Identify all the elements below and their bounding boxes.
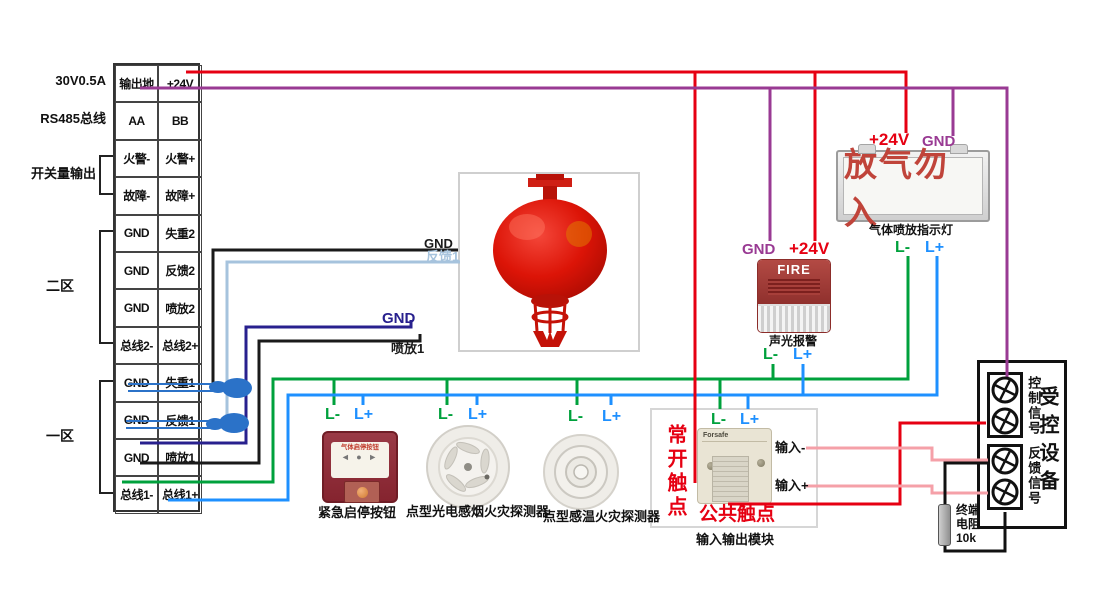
terminal-cell: 总线2- bbox=[115, 326, 158, 365]
terminal-cell: 输出地 bbox=[115, 65, 158, 103]
terminal-cell: 反馈1 bbox=[158, 401, 202, 439]
sounder-lminus-label: L- bbox=[763, 346, 779, 363]
terminal-resistor-label-3: 10k bbox=[956, 531, 977, 545]
module-screw bbox=[757, 459, 765, 467]
sounder-gnd-label: GND bbox=[742, 241, 776, 258]
emergency-start-stop-button: 气体启停按钮 ◄ ● ► bbox=[322, 431, 398, 503]
terminal-cell: 故障- bbox=[115, 177, 158, 215]
smoke-lminus-label: L- bbox=[438, 406, 454, 423]
gas-discharge-warning-sign: 放气勿入 bbox=[836, 146, 990, 231]
button-lminus-label: L- bbox=[325, 406, 341, 423]
io-module-device: Forsafe bbox=[697, 428, 772, 504]
control-signal-terminal-block bbox=[987, 372, 1023, 438]
module-brand: Forsafe bbox=[703, 432, 729, 439]
smoke-caption: 点型光电感烟火灾探测器 bbox=[406, 504, 550, 519]
module-caption: 输入输出模块 bbox=[696, 532, 775, 547]
sounder-caption: 声光报警 bbox=[769, 334, 818, 348]
terminal-cell: BB bbox=[158, 102, 202, 140]
module-divider bbox=[702, 441, 767, 442]
label-zone1: 一区 bbox=[46, 428, 74, 444]
sounder-lplus-label: L+ bbox=[793, 346, 813, 363]
terminal-resistor-label-2: 电阻 bbox=[956, 517, 981, 531]
input-minus-label: 输入- bbox=[775, 440, 806, 455]
sign-24v-label: +24V bbox=[869, 130, 910, 149]
module-sticker bbox=[712, 456, 749, 502]
smoke-detector-art bbox=[426, 425, 510, 509]
terminal-cell: 总线1+ bbox=[158, 476, 202, 514]
terminal-cell: GND bbox=[115, 251, 158, 290]
terminal-cell: GND bbox=[115, 289, 158, 327]
wire-label-feedback1: 反馈1 bbox=[426, 249, 460, 264]
terminal-cell: 总线1- bbox=[115, 476, 158, 514]
control-signal-label: 控制信号 bbox=[1026, 376, 1042, 436]
extinguisher-photo-frame bbox=[458, 172, 640, 352]
module-lplus-label: L+ bbox=[740, 411, 760, 428]
sounder-24v-label: +24V bbox=[789, 239, 830, 258]
terminal-cell: 总线2+ bbox=[158, 326, 202, 365]
button-dot bbox=[357, 487, 368, 498]
button-lplus-label: L+ bbox=[354, 406, 374, 423]
module-lminus-label: L- bbox=[711, 411, 727, 428]
label-rs485-bus: RS485总线 bbox=[40, 111, 106, 126]
button-panel-text: 气体启停按钮 bbox=[341, 444, 379, 451]
common-contact-label: 公共触点 bbox=[699, 504, 776, 525]
terminal-cell: 喷放1 bbox=[158, 438, 202, 477]
heat-caption: 点型感温火灾探测器 bbox=[543, 509, 661, 524]
sounder-strobe: FIRE bbox=[757, 259, 831, 333]
terminal-cell: 失重1 bbox=[158, 364, 202, 402]
terminal-cell: 失重2 bbox=[158, 214, 202, 252]
button-arrows: ◄ ● ► bbox=[340, 452, 380, 462]
heat-detector-art bbox=[543, 434, 619, 510]
terminal-cell: GND bbox=[115, 438, 158, 477]
terminal-cell: 故障+ bbox=[158, 177, 202, 215]
normally-open-contact-label: 常开触点 bbox=[664, 424, 686, 520]
terminal-cell: 火警+ bbox=[158, 139, 202, 178]
terminal-cell: +24V bbox=[158, 65, 202, 103]
label-power-rating: 30V0.5A bbox=[55, 73, 106, 88]
terminal-cell: GND bbox=[115, 364, 158, 402]
sign-lminus-label: L- bbox=[895, 239, 911, 256]
terminal-cell: GND bbox=[115, 401, 158, 439]
sounder-strobe-lens bbox=[758, 304, 830, 332]
sign-gnd-label: GND bbox=[922, 133, 956, 150]
terminal-cell: 火警- bbox=[115, 139, 158, 178]
label-zone2: 二区 bbox=[46, 278, 74, 294]
side-brackets bbox=[99, 155, 113, 494]
wire-label-gnd-black: GND bbox=[424, 236, 453, 251]
button-lower-panel bbox=[344, 481, 380, 503]
controlled-device-label: 受控设备 bbox=[1036, 386, 1058, 498]
terminal-cell: AA bbox=[115, 102, 158, 140]
button-caption: 紧急启停按钮 bbox=[318, 505, 397, 520]
sign-caption: 气体喷放指示灯 bbox=[869, 223, 954, 237]
sign-lplus-label: L+ bbox=[925, 239, 945, 256]
terminal-resistor bbox=[938, 504, 951, 546]
button-panel: 气体启停按钮 ◄ ● ► bbox=[331, 442, 389, 478]
terminal-cell: 反馈2 bbox=[158, 251, 202, 290]
heat-lminus-label: L- bbox=[568, 408, 584, 425]
heat-lplus-label: L+ bbox=[602, 408, 622, 425]
wire-connector bbox=[206, 378, 252, 433]
sounder-grille bbox=[768, 279, 820, 295]
label-switch-output: 开关量输出 bbox=[30, 166, 96, 181]
sign-panel: 放气勿入 bbox=[843, 146, 983, 231]
feedback-signal-terminal-block bbox=[987, 444, 1023, 510]
wire-label-spray1: 喷放1 bbox=[391, 341, 425, 356]
controller-terminal-table: 输出地 +24V AA BB 火警- 火警+ 故障- 故障+ GND 失重2 G… bbox=[113, 63, 202, 514]
input-plus-label: 输入+ bbox=[775, 478, 809, 493]
terminal-cell: 喷放2 bbox=[158, 289, 202, 327]
wire-label-gnd-navy: GND bbox=[382, 310, 416, 327]
terminal-cell: GND bbox=[115, 214, 158, 252]
terminal-resistor-label-1: 终端 bbox=[956, 503, 981, 517]
feedback-signal-label: 反馈信号 bbox=[1026, 446, 1042, 506]
smoke-lplus-label: L+ bbox=[468, 406, 488, 423]
